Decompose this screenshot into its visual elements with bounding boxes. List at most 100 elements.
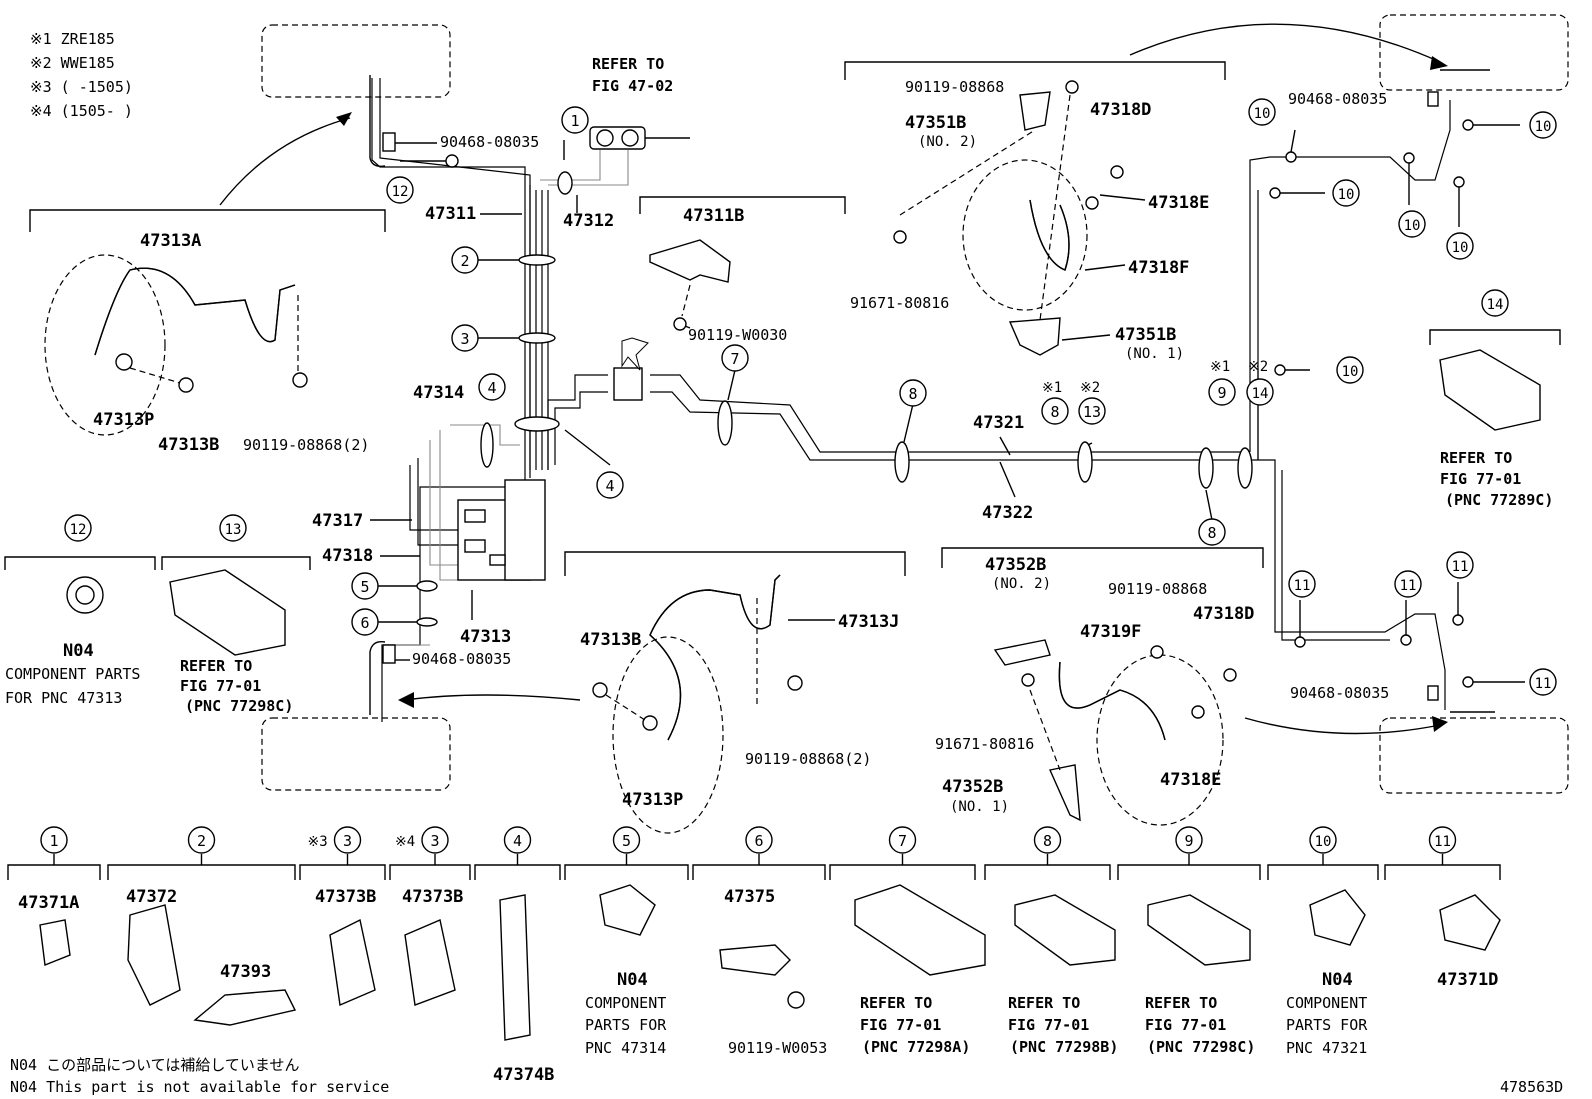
callout-4-upper-text: 4 (487, 379, 496, 397)
legend-callout-circle-7 (745, 826, 773, 854)
legend-90119-W0053: 90119-W0053 (728, 1039, 827, 1057)
arrow-to-front-right (1129, 23, 1441, 63)
callout-2: 2 (451, 246, 479, 274)
callout-11-a-text: 11 (1294, 578, 1311, 594)
part-labels: 47313A 47313P 47313B 90119-08868(2) 9046… (5, 55, 1553, 815)
callout-3: 3 (451, 324, 479, 352)
callout-13-b: 13 (219, 514, 247, 542)
legend-bracket-12 (1384, 864, 1501, 880)
label-n04-47313: N04 (63, 641, 94, 661)
label-47318: 47318 (322, 546, 373, 566)
callout-12-b: 12 (64, 514, 92, 542)
callout-14-a: 14 (1246, 378, 1274, 406)
label-47313P-rear: 47313P (622, 790, 683, 810)
label-refer-14-line2: FIG 77-01 (1440, 470, 1521, 488)
label-47313B-front: 47313B (158, 435, 219, 455)
clip-rear-left (382, 644, 396, 664)
callout-5-text: 5 (360, 578, 369, 596)
label-component-parts-line2: FOR PNC 47313 (5, 689, 122, 707)
label-47313A: 47313A (140, 231, 201, 251)
clip-rear-right (1427, 685, 1439, 701)
callout-12-a: 12 (386, 176, 414, 204)
label-47313J: 47313J (838, 612, 899, 632)
callout-13-b-text: 13 (225, 522, 242, 538)
label-47321: 47321 (973, 413, 1024, 433)
clamp-77298B-icon (1014, 894, 1116, 966)
callout-10-b: 10 (1529, 111, 1557, 139)
label-47311B: 47311B (683, 206, 744, 226)
clamp-47371D-icon (1439, 894, 1501, 951)
tape-47393-icon (193, 989, 297, 1026)
legend-callout-number-7: 6 (754, 832, 763, 850)
detail-47318F (844, 61, 1226, 356)
callout-10-d: 10 (1398, 210, 1426, 238)
master-cylinder (589, 126, 690, 150)
callout-6-text: 6 (360, 614, 369, 632)
legend-callout-circle-6 (612, 826, 641, 854)
legend-47372: 47372 (126, 887, 177, 907)
callout-4-upper: 4 (478, 373, 506, 401)
callout-11-c: 11 (1446, 551, 1474, 579)
legend-header-7: 6 (692, 826, 826, 880)
legend-header-1: 1 (7, 826, 101, 880)
legend-callout-circle-5 (503, 826, 532, 854)
label-91671-80816-top: 91671-80816 (850, 294, 949, 312)
callout-8-c: 8 (1198, 518, 1226, 546)
callout-11-a: 11 (1288, 570, 1316, 598)
callout-10-b-text: 10 (1535, 119, 1552, 135)
label-47318D-bottom: 47318D (1193, 604, 1254, 624)
label-47311: 47311 (425, 204, 476, 224)
callout-11-d-text: 11 (1535, 676, 1552, 692)
note-before-1505: ※3 ( -1505) (30, 78, 133, 96)
legend-callout-circle-10 (1175, 826, 1203, 854)
note-after-1505: ※4 (1505- ) (30, 102, 133, 120)
legend-callout-number-11: 10 (1315, 834, 1332, 850)
callout-12-a-text: 12 (392, 184, 409, 200)
callout-1-text: 1 (570, 112, 579, 130)
label-refer-13-line3: (PNC 77298C) (185, 697, 293, 715)
junction-block (613, 367, 643, 401)
label-90468-08035-fl: 90468-08035 (440, 133, 539, 151)
legend-refer-77298C-line1: REFER TO (1145, 994, 1217, 1012)
legend-refer-77298C-line3: (PNC 77298C) (1147, 1038, 1255, 1056)
label-47313P-front: 47313P (93, 410, 154, 430)
clamp-n04-47321-icon (1309, 889, 1366, 946)
clamp-77298C-icon (1147, 894, 1251, 966)
arrowhead-front-left (336, 112, 352, 126)
label-47351B-no2-sub: (NO. 2) (918, 134, 977, 150)
arrow-to-rear-left (404, 694, 581, 701)
legend-callout-number-4: 3 (430, 832, 439, 850)
figure-id: 478563D (1500, 1078, 1563, 1096)
label-90468-08035-rr: 90468-08035 (1290, 684, 1389, 702)
mark-13-wwe185: ※2 (1080, 380, 1100, 396)
rear-right-wheel-box (1379, 717, 1569, 794)
clamp-47372-icon (127, 904, 181, 1006)
label-47313: 47313 (460, 627, 511, 647)
label-47351B-no1: 47351B (1115, 325, 1176, 345)
label-47317: 47317 (312, 511, 363, 531)
legend-refer-77298A-line3: (PNC 77298A) (862, 1038, 970, 1056)
callout-8-c-text: 8 (1207, 524, 1216, 542)
label-90119-08868-top: 90119-08868 (905, 78, 1004, 96)
callout-8-a: 8 (899, 379, 927, 407)
legend-n04-47321: N04 (1322, 970, 1353, 990)
clamp-47374B-icon (499, 894, 531, 1041)
detail-clamp-12-13 (4, 556, 311, 656)
legend-refer-77298B-line1: REFER TO (1008, 994, 1080, 1012)
note-wwe185: ※2 WWE185 (30, 54, 115, 72)
label-47318D-top: 47318D (1090, 100, 1151, 120)
callout-10-f-text: 10 (1342, 364, 1359, 380)
legend-refer-77298A-line1: REFER TO (860, 994, 932, 1012)
legend-callout-prefix-3: ※3 (308, 834, 328, 850)
label-47351B-no1-sub: (NO. 1) (1125, 346, 1184, 362)
callout-10-c-text: 10 (1338, 187, 1355, 203)
arrowhead-rear-left (398, 692, 414, 708)
callout-10-f: 10 (1336, 356, 1364, 384)
mark-14-wwe185: ※2 (1248, 359, 1268, 375)
detail-47313A (29, 209, 386, 436)
legend-header-12: 11 (1384, 826, 1501, 880)
label-90468-08035-fr: 90468-08035 (1288, 90, 1387, 108)
